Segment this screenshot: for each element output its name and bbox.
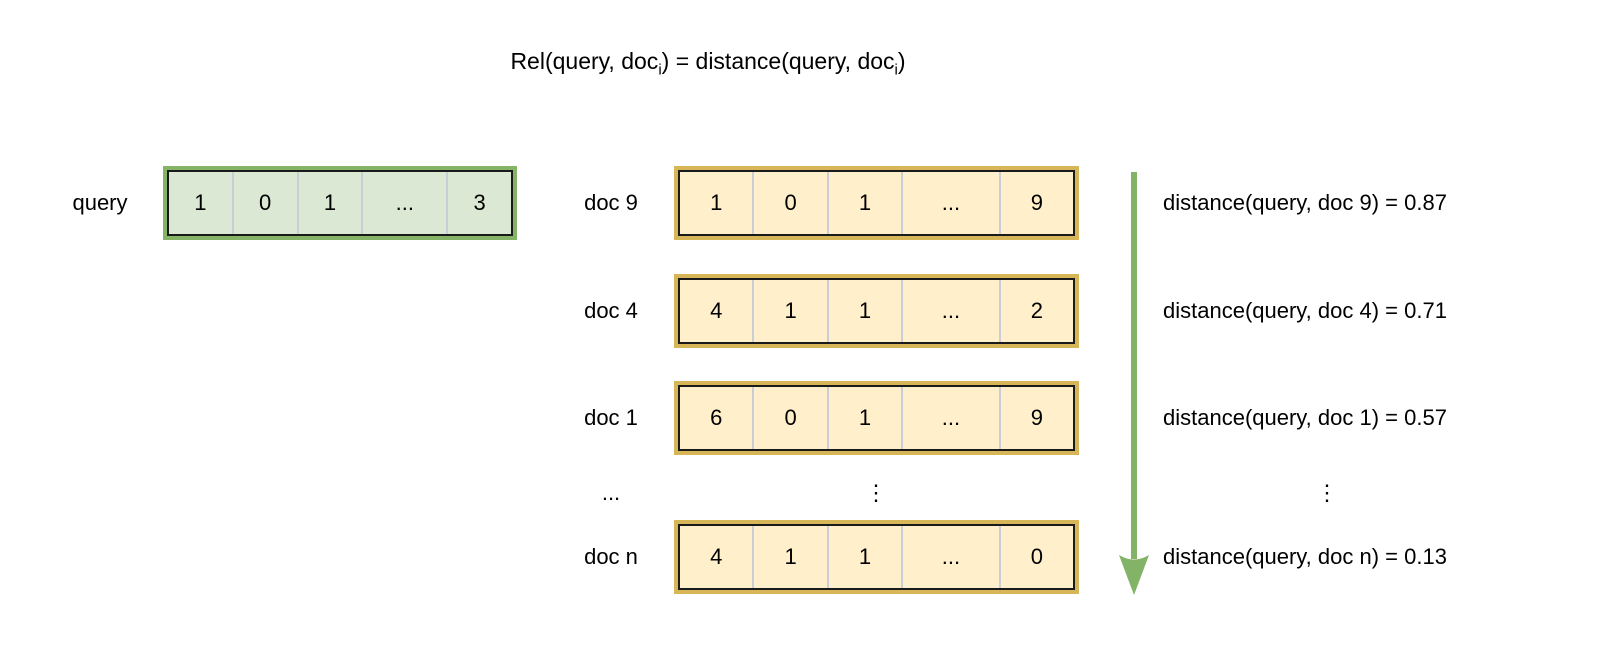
doc-label: doc n: [584, 544, 638, 569]
formula-title: Rel(query, doci) = distance(query, doci): [308, 48, 1108, 79]
doc-cell-ellipsis: ...: [901, 526, 999, 588]
formula-subscript: i: [894, 61, 898, 79]
formula-text: ) = distance(query, doc: [661, 48, 895, 74]
distance-annotation: distance(query, doc n) = 0.13: [1163, 544, 1447, 569]
doc-label: doc 9: [584, 190, 638, 215]
doc-cell-ellipsis: ...: [901, 280, 999, 342]
doc-cell: 9: [998, 387, 1073, 449]
doc-cell: 4: [710, 544, 723, 569]
doc-cell: 9: [998, 172, 1073, 234]
doc-cell: 0: [752, 387, 826, 449]
query-cell: 3: [446, 172, 511, 234]
doc-cell: 0: [998, 526, 1073, 588]
doc-cell: 1: [826, 387, 901, 449]
query-label: query: [72, 190, 128, 215]
doc-cell: 1: [752, 280, 826, 342]
formula-text: ): [897, 48, 906, 74]
distance-annotation: distance(query, doc 1) = 0.57: [1163, 405, 1447, 430]
query-cell: 1: [296, 172, 362, 234]
doc-cell: 6: [710, 405, 723, 430]
query-cell-ellipsis: ...: [361, 172, 446, 234]
formula-subscript: i: [658, 61, 662, 79]
doc-cell: 4: [710, 298, 723, 323]
doc-vector: 1 0 1 ... 9: [678, 170, 1075, 236]
query-cell: 1: [194, 190, 207, 215]
doc-cell: 2: [998, 280, 1073, 342]
doc-cell: 1: [826, 172, 901, 234]
doc-labels-ellipsis: ...: [601, 480, 621, 505]
doc-cell: 1: [826, 526, 901, 588]
doc-vector: 4 1 1 ... 2: [678, 278, 1075, 344]
doc-vector: 6 0 1 ... 9: [678, 385, 1075, 451]
query-cell: 0: [231, 172, 297, 234]
doc-cell: 1: [710, 190, 723, 215]
doc-vectors-ellipsis: ⋮: [865, 480, 887, 505]
doc-vector: 4 1 1 ... 0: [678, 524, 1075, 590]
distance-annotation: distance(query, doc 4) = 0.71: [1163, 298, 1447, 323]
doc-cell: 1: [752, 526, 826, 588]
query-vector: 1 0 1 ... 3: [167, 170, 513, 236]
distance-annotation: distance(query, doc 9) = 0.87: [1163, 190, 1447, 215]
doc-label: doc 4: [584, 298, 638, 323]
doc-cell: 1: [826, 280, 901, 342]
doc-label: doc 1: [584, 405, 638, 430]
formula-text: Rel(query, doc: [510, 48, 659, 74]
doc-cell: 0: [752, 172, 826, 234]
doc-cell-ellipsis: ...: [901, 387, 999, 449]
distance-ellipsis: ⋮: [1316, 480, 1338, 505]
ranking-arrow-icon: [1119, 172, 1149, 595]
doc-cell-ellipsis: ...: [901, 172, 999, 234]
